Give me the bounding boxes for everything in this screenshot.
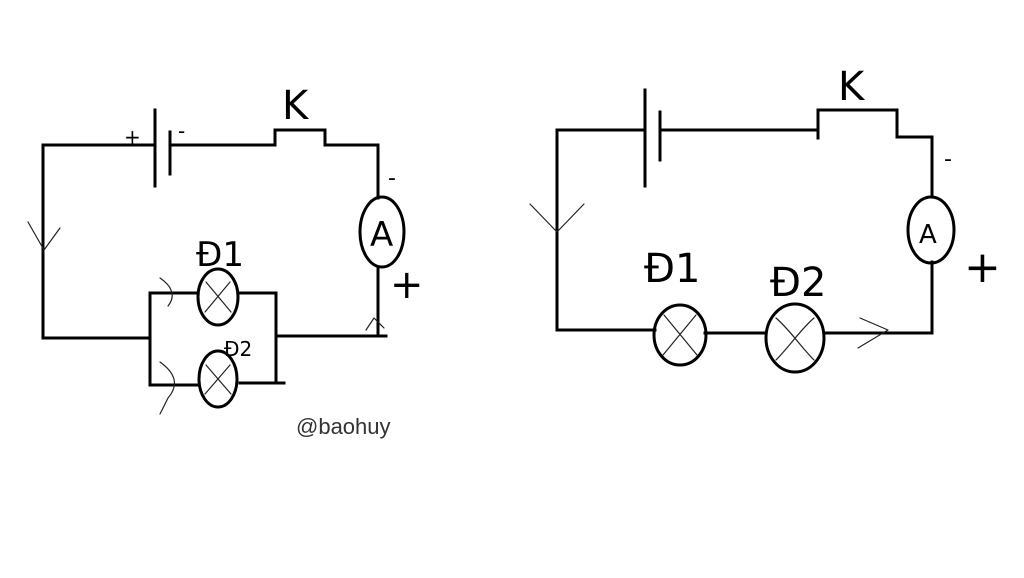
right-lamp2-label: Đ2	[770, 260, 826, 306]
left-current-arrow-branch1	[159, 277, 173, 307]
left-switch-label: K	[282, 83, 310, 129]
right-lamp2	[764, 302, 826, 374]
right-ammeter-minus: -	[944, 147, 952, 172]
right-wire-top-left	[555, 128, 657, 332]
right-ammeter-label: A	[919, 220, 937, 250]
left-wire-top-right	[168, 128, 380, 200]
author-watermark: @baohuy	[296, 414, 391, 439]
right-lamp1	[652, 303, 708, 367]
left-parallel-frame-left	[148, 291, 201, 387]
right-current-arrow-bottom	[857, 317, 889, 349]
left-lamp1-label: Đ1	[196, 235, 244, 275]
right-wire-top-right	[658, 108, 899, 139]
left-parallel-frame-right	[237, 291, 278, 385]
left-ammeter-plus: +	[390, 262, 424, 308]
left-battery-plus: +	[124, 125, 141, 149]
right-wire-to-ammeter	[895, 135, 934, 198]
left-lamp1-cross	[205, 281, 232, 313]
left-battery-minus: -	[178, 119, 185, 143]
left-current-arrow-right	[365, 317, 385, 331]
left-lamp1	[196, 267, 240, 327]
left-ammeter-minus: -	[388, 166, 396, 191]
left-current-arrow-left	[27, 221, 61, 251]
right-ammeter-plus: +	[964, 242, 1001, 293]
right-circuit: K A - + Đ1 Đ2	[529, 64, 1001, 374]
left-lamp2-label: Đ2	[224, 337, 252, 361]
left-current-arrow-branch2	[159, 361, 176, 415]
right-lamp1-label: Đ1	[644, 246, 700, 292]
right-switch-label: K	[838, 64, 866, 110]
left-ammeter-label: A	[370, 215, 393, 255]
left-lamp1-cross-2	[204, 281, 231, 313]
left-wire-top-left	[41, 143, 155, 340]
left-lamp2-cross	[205, 364, 232, 395]
right-lamp1-cross-2	[662, 314, 697, 356]
left-lamp2	[197, 349, 239, 409]
right-ammeter	[906, 195, 956, 265]
left-lamp2-cross-2	[204, 364, 231, 395]
left-circuit: + - K A - + Đ1 Đ2	[27, 83, 424, 415]
right-lamp1-cross	[663, 314, 698, 356]
right-lamp2-cross-2	[775, 317, 815, 361]
right-current-arrow-left	[529, 203, 585, 233]
left-ammeter	[358, 195, 406, 269]
